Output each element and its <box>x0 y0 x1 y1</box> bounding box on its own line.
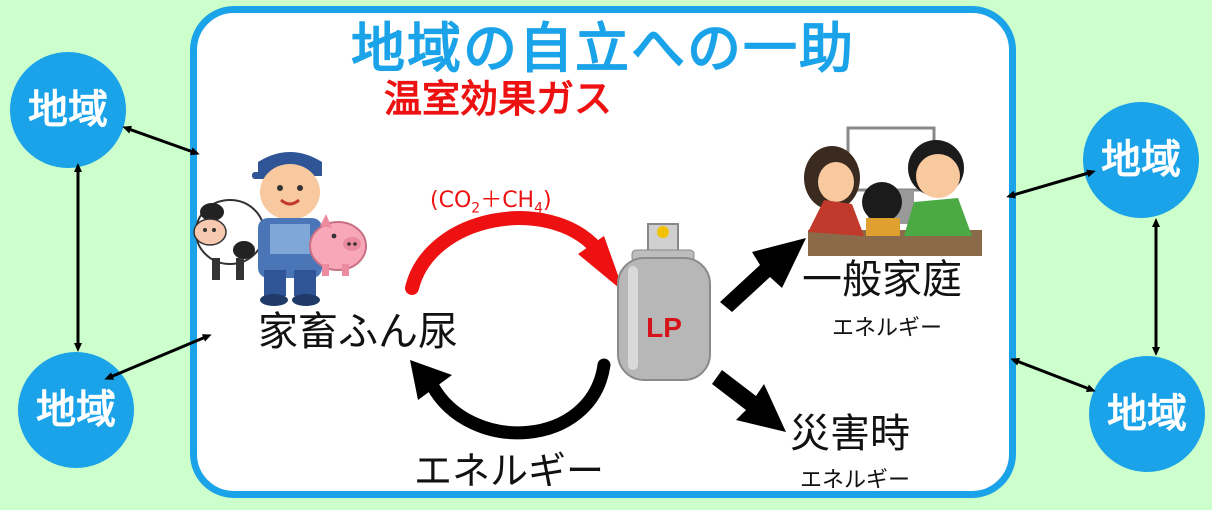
disaster-energy-label: エネルギー <box>800 468 911 493</box>
manure-label: 家畜ふん尿 <box>258 309 458 355</box>
region-label: 地域 <box>28 87 108 133</box>
household-arrow <box>720 238 806 312</box>
diagram-title: 地域の自立への一助 <box>351 17 855 80</box>
connector-arrow <box>1006 169 1096 199</box>
household-label: 一般家庭 <box>802 257 962 303</box>
connector-arrow <box>122 125 200 156</box>
energy-return-arrowhead <box>410 360 452 400</box>
energy-return-arrow <box>425 358 611 440</box>
region-label: 地域 <box>36 387 116 433</box>
disaster-label: 災害時 <box>790 411 910 457</box>
ghg-formula: (CO2＋CH4) <box>430 188 552 217</box>
cylinder-text: LP <box>646 312 682 343</box>
ghg-title: 温室効果ガス <box>384 77 613 121</box>
region-circle-top-left: 地域 <box>10 52 126 168</box>
ghg-arrowhead <box>578 236 624 292</box>
lp-cylinder-illustration: LP <box>617 223 711 381</box>
farmer-illustration <box>252 152 322 306</box>
energy-cycle-label: エネルギー <box>414 449 605 493</box>
region-connectors <box>74 125 1160 392</box>
pig-illustration <box>309 214 367 276</box>
region-label: 地域 <box>1107 391 1187 437</box>
family-illustration <box>804 126 982 256</box>
region-label: 地域 <box>1101 137 1181 183</box>
disaster-arrow <box>712 370 786 432</box>
connector-arrow <box>1010 358 1096 392</box>
household-energy-label: エネルギー <box>832 316 943 341</box>
connector-arrow <box>104 334 212 380</box>
cow-illustration <box>193 199 265 280</box>
region-circle-bottom-right: 地域 <box>1089 356 1205 472</box>
region-circle-top-right: 地域 <box>1083 102 1199 218</box>
ghg-arrow <box>405 211 603 295</box>
